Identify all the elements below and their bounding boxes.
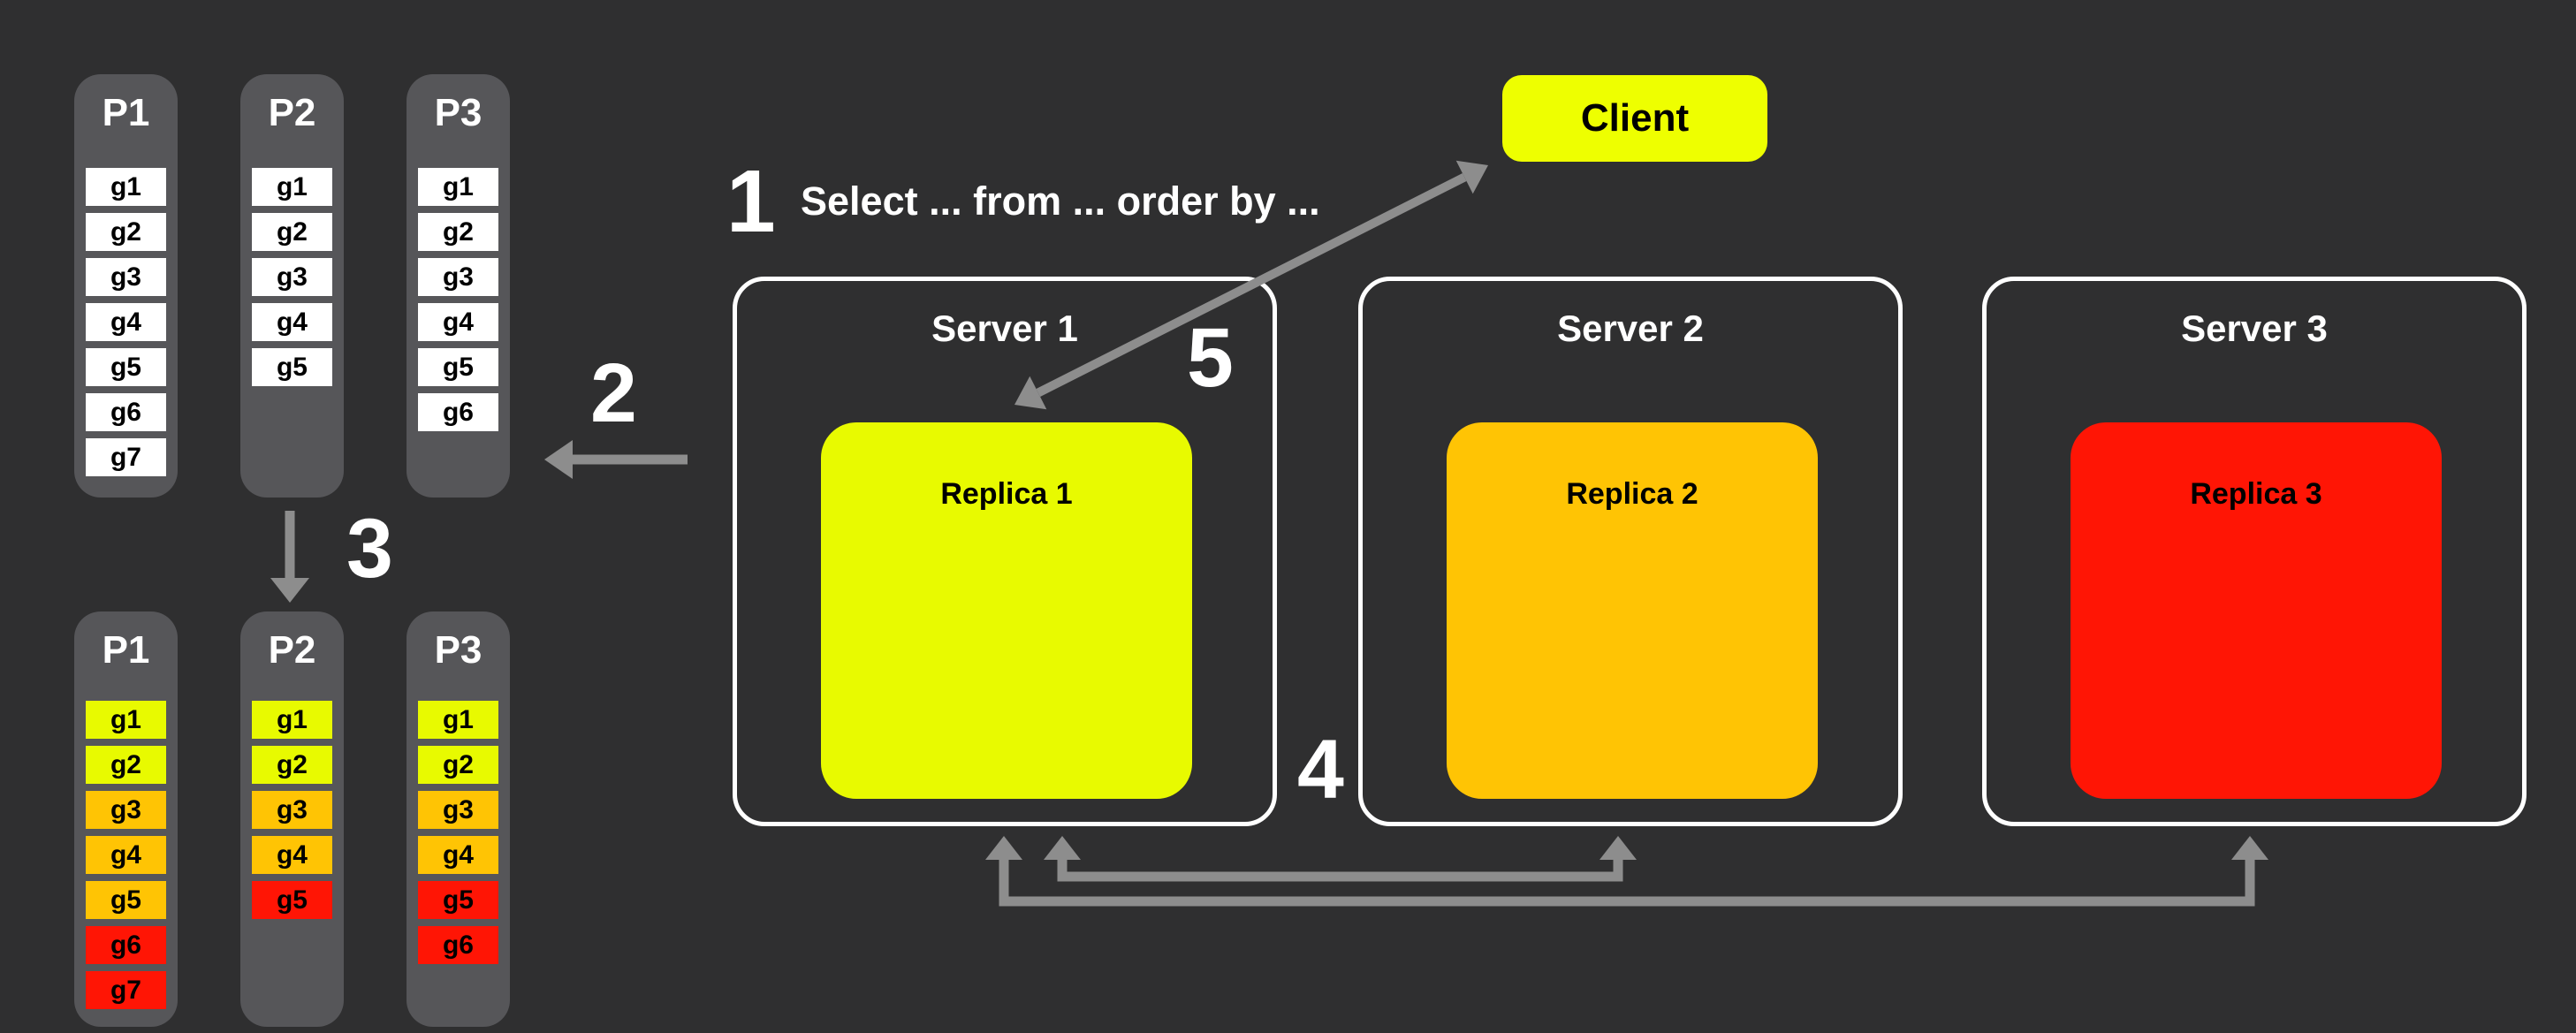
partition-title: P1 — [102, 628, 150, 672]
partition-cells: g1 g2 g3 g4 g5 g6 — [418, 701, 498, 971]
partition-cell: g7 — [86, 438, 166, 476]
partition-cell: g2 — [252, 213, 332, 251]
partition-cell: g2 — [86, 746, 166, 784]
server1-server2-connector — [1044, 836, 1637, 882]
partition-cell: g5 — [86, 881, 166, 919]
partition-cell: g3 — [86, 258, 166, 296]
partition-cell: g6 — [86, 393, 166, 431]
partition-cell: g6 — [418, 926, 498, 964]
replica-3-box: Replica 3 — [2071, 422, 2442, 799]
partition-cell: g4 — [86, 836, 166, 874]
partition-cell: g1 — [252, 168, 332, 206]
replica-label: Replica 2 — [1566, 477, 1698, 511]
step-2-left-arrow — [544, 440, 688, 479]
server-2-box: Server 2 Replica 2 — [1358, 277, 1903, 826]
partition-cell: g3 — [418, 791, 498, 829]
step-1-number: 1 — [726, 152, 776, 251]
partition-cells: g1 g2 g3 g4 g5 g6 g7 — [86, 168, 166, 483]
partition-cells: g1 g2 g3 g4 g5 — [252, 701, 332, 926]
partition-cells: g1 g2 g3 g4 g5 g6 — [418, 168, 498, 438]
partition-cell: g3 — [252, 791, 332, 829]
partition-title: P3 — [434, 628, 483, 672]
partition-title: P2 — [268, 628, 316, 672]
replica-1-box: Replica 1 — [821, 422, 1192, 799]
server-label: Server 2 — [1557, 308, 1704, 349]
partition-cell: g4 — [252, 836, 332, 874]
step-2-number: 2 — [590, 346, 637, 440]
partition-cell: g1 — [252, 701, 332, 739]
partition-cell: g4 — [418, 836, 498, 874]
partition-cell: g6 — [86, 926, 166, 964]
replica-label: Replica 3 — [2190, 477, 2322, 511]
step-4-number: 4 — [1297, 723, 1344, 817]
partition-sorted-p1: P1 g1 g2 g3 g4 g5 g6 g7 — [74, 611, 178, 1027]
partition-title: P2 — [268, 91, 316, 134]
step-3-down-arrow — [270, 511, 309, 603]
partition-cell: g4 — [418, 303, 498, 341]
partition-cells: g1 g2 g3 g4 g5 — [252, 168, 332, 393]
partition-cell: g2 — [252, 746, 332, 784]
server-label: Server 3 — [2181, 308, 2328, 349]
partition-cell: g1 — [418, 701, 498, 739]
partition-unsorted-p2: P2 g1 g2 g3 g4 g5 — [240, 74, 344, 498]
server1-server3-connector — [985, 836, 2268, 907]
partition-cell: g5 — [418, 881, 498, 919]
partition-sorted-p2: P2 g1 g2 g3 g4 g5 — [240, 611, 344, 1027]
step-3-number: 3 — [346, 502, 393, 596]
partition-cell: g1 — [86, 701, 166, 739]
partition-cell: g3 — [418, 258, 498, 296]
partition-cell: g1 — [86, 168, 166, 206]
server-3-box: Server 3 Replica 3 — [1982, 277, 2527, 826]
partition-cells: g1 g2 g3 g4 g5 g6 g7 — [86, 701, 166, 1016]
partition-cell: g5 — [252, 881, 332, 919]
partition-cell: g3 — [252, 258, 332, 296]
partition-title: P1 — [102, 91, 150, 134]
partition-unsorted-p3: P3 g1 g2 g3 g4 g5 g6 — [407, 74, 510, 498]
partition-cell: g4 — [86, 303, 166, 341]
partition-cell: g7 — [86, 971, 166, 1009]
server-label: Server 1 — [931, 308, 1078, 349]
partition-cell: g4 — [252, 303, 332, 341]
partition-cell: g2 — [86, 213, 166, 251]
partition-cell: g5 — [86, 348, 166, 386]
partition-cell: g5 — [252, 348, 332, 386]
client-box: Client — [1502, 75, 1767, 162]
step-1-query-text: Select ... from ... order by ... — [801, 178, 1320, 224]
partition-cell: g2 — [418, 213, 498, 251]
partition-title: P3 — [434, 91, 483, 134]
partition-cell: g5 — [418, 348, 498, 386]
server-1-box: Server 1 Replica 1 — [733, 277, 1277, 826]
replica-2-box: Replica 2 — [1447, 422, 1818, 799]
replica-label: Replica 1 — [940, 477, 1073, 511]
partition-cell: g3 — [86, 791, 166, 829]
partition-sorted-p3: P3 g1 g2 g3 g4 g5 g6 — [407, 611, 510, 1027]
partition-unsorted-p1: P1 g1 g2 g3 g4 g5 g6 g7 — [74, 74, 178, 498]
partition-cell: g2 — [418, 746, 498, 784]
partition-cell: g1 — [418, 168, 498, 206]
partition-cell: g6 — [418, 393, 498, 431]
